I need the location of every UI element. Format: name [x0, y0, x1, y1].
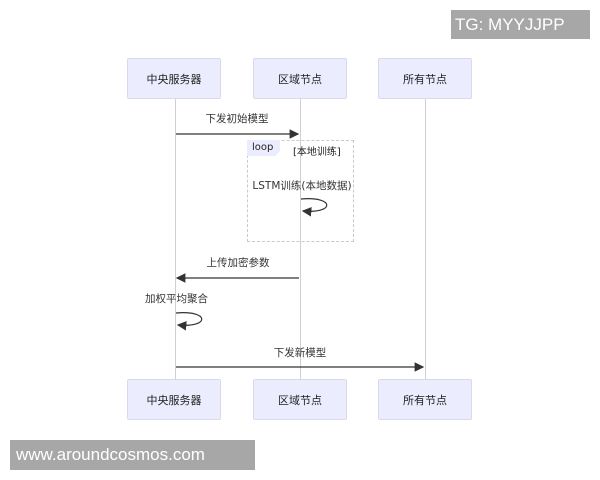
- actor-region-top: 区域节点: [253, 58, 347, 99]
- loop-condition: [本地训练]: [293, 147, 341, 158]
- actor-all-bottom: 所有节点: [378, 379, 472, 420]
- message-label-send-new-model: 下发新模型: [273, 347, 327, 359]
- lifeline-server: [175, 99, 176, 379]
- loop-frame: [247, 140, 354, 242]
- actor-server-top: 中央服务器: [127, 58, 221, 99]
- actor-region-bottom: 区域节点: [253, 379, 347, 420]
- message-label-aggregate: 加权平均聚合: [145, 293, 208, 305]
- message-label-send-init-model: 下发初始模型: [205, 113, 269, 125]
- lifeline-region: [300, 99, 301, 379]
- watermark-tg: TG: MYYJJPP: [451, 10, 590, 39]
- watermark-site: www.aroundcosmos.com: [10, 440, 255, 470]
- message-label-upload-params: 上传加密参数: [206, 257, 270, 269]
- message-label-lstm-train: LSTM训练(本地数据): [252, 180, 352, 192]
- actor-all-top: 所有节点: [378, 58, 472, 99]
- loop-tag: loop: [247, 140, 281, 156]
- lifeline-all: [425, 99, 426, 379]
- actor-server-bottom: 中央服务器: [127, 379, 221, 420]
